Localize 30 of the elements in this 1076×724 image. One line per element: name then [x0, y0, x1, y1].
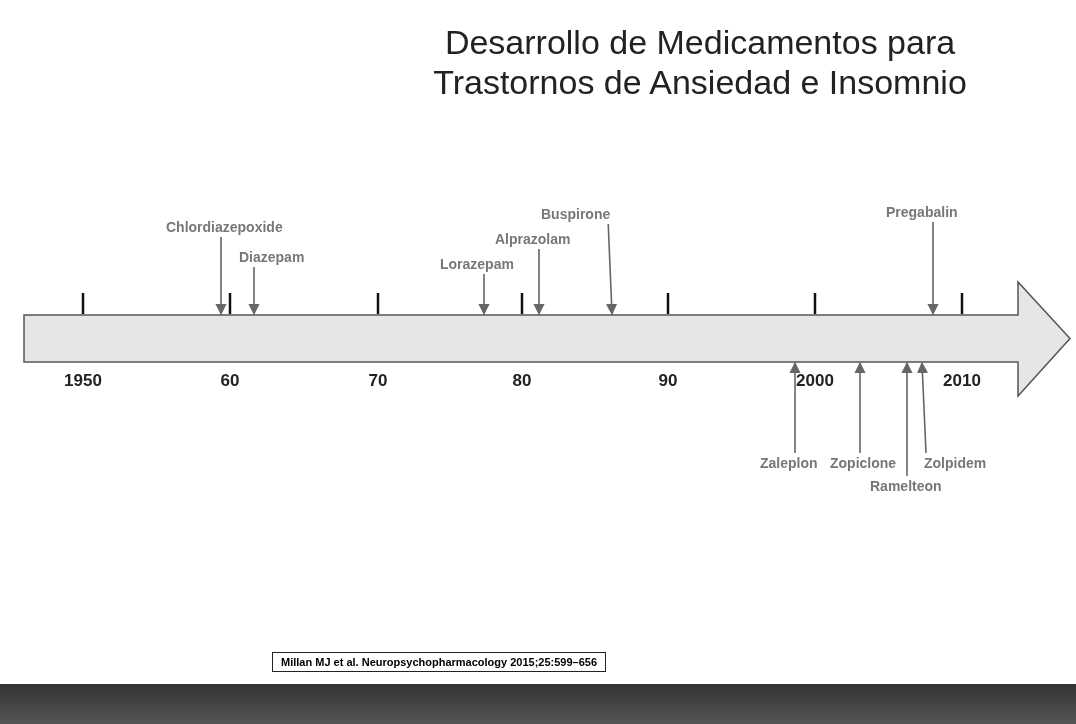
drug-label: Lorazepam	[440, 256, 514, 272]
drug-label: Diazepam	[239, 249, 305, 265]
drug-label: Pregabalin	[886, 204, 958, 220]
year-label: 70	[368, 371, 388, 391]
year-label: 90	[658, 371, 678, 391]
drug-label: Zaleplon	[760, 455, 818, 471]
arrow	[215, 236, 227, 316]
drug-label: Ramelteon	[870, 478, 942, 494]
arrow	[927, 221, 939, 316]
year-label: 2000	[796, 371, 834, 391]
timeline-arrow	[23, 280, 1071, 398]
arrow	[478, 273, 490, 316]
arrow	[533, 248, 545, 316]
drug-label: Zolpidem	[924, 455, 987, 471]
year-label: 2010	[943, 371, 981, 391]
drug-label: Buspirone	[541, 206, 611, 222]
year-label: 1950	[64, 371, 102, 391]
drug-label: Chlordiazepoxide	[166, 219, 283, 235]
year-label: 60	[220, 371, 240, 391]
citation: Millan MJ et al. Neuropsychopharmacology 2015;25:599–656	[272, 652, 607, 672]
arrow	[606, 223, 618, 316]
arrow	[916, 361, 929, 454]
title: Desarrollo de Medicamentos para Trastornos de Ansiedad e Insomnio	[432, 22, 968, 102]
year-label: 80	[512, 371, 532, 391]
arrow	[248, 266, 260, 316]
drug-label: Zopiclone	[830, 455, 897, 471]
arrow	[789, 361, 801, 454]
arrow	[901, 361, 913, 477]
drug-label: Alprazolam	[495, 231, 571, 247]
arrow	[854, 361, 866, 454]
